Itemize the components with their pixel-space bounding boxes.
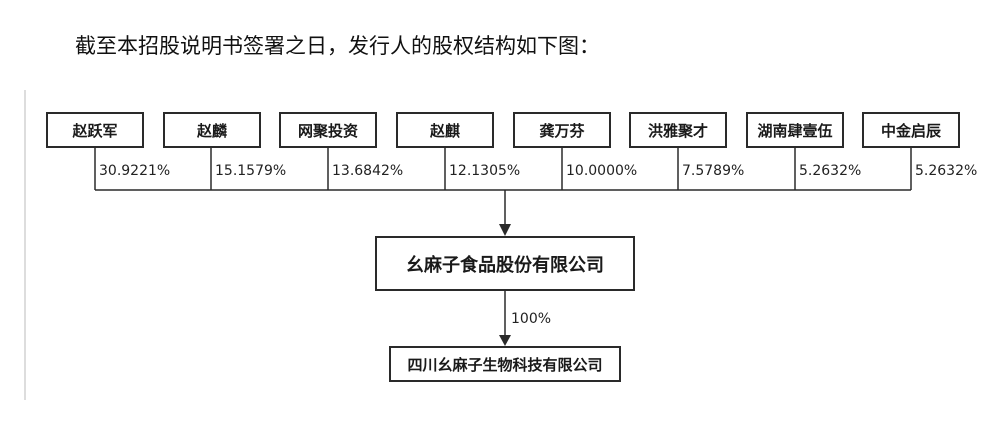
share-label-7: 5.2632% [915, 163, 978, 179]
subsidiary-share-label: 100% [511, 311, 552, 327]
arrow-to-subsidiary [499, 335, 511, 346]
shareholder-box-1: 赵麟 [163, 112, 261, 148]
page-margin-line [24, 90, 26, 400]
shareholder-box-5: 洪雅聚才 [629, 112, 727, 148]
company-box: 幺麻子食品股份有限公司 [375, 236, 635, 291]
shareholder-box-3: 赵麒 [396, 112, 494, 148]
company-name: 幺麻子食品股份有限公司 [406, 254, 604, 276]
shareholder-box-4: 龚万芬 [513, 112, 611, 148]
share-label-1: 15.1579% [215, 163, 287, 179]
subsidiary-name: 四川幺麻子生物科技有限公司 [407, 355, 603, 374]
share-label-2: 13.6842% [332, 163, 404, 179]
subsidiary-box: 四川幺麻子生物科技有限公司 [389, 346, 621, 382]
share-label-6: 5.2632% [799, 163, 862, 179]
shareholder-box-0: 赵跃军 [46, 112, 144, 148]
share-label-4: 10.0000% [566, 163, 638, 179]
shareholder-box-6: 湖南肆壹伍 [746, 112, 844, 148]
shareholder-box-7: 中金启辰 [862, 112, 960, 148]
share-label-3: 12.1305% [449, 163, 521, 179]
shareholder-box-2: 网聚投资 [279, 112, 377, 148]
arrow-to-company [499, 224, 511, 236]
share-label-0: 30.9221% [99, 163, 171, 179]
share-label-5: 7.5789% [682, 163, 745, 179]
intro-text: 截至本招股说明书签署之日，发行人的股权结构如下图： [75, 34, 600, 58]
